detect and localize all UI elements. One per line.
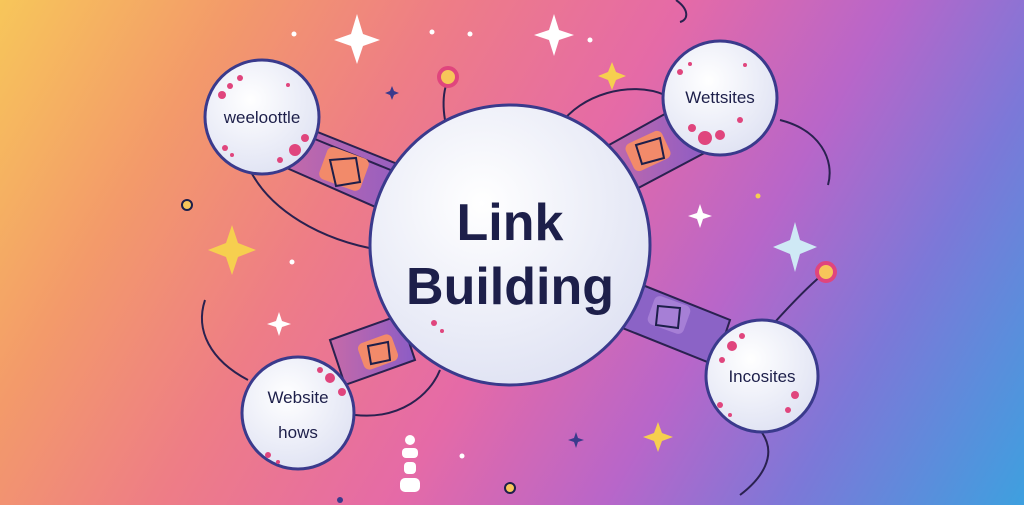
link-tag-icon xyxy=(634,136,666,166)
splatter xyxy=(218,75,309,163)
link-tag-icon xyxy=(366,340,392,366)
link-tag-icon xyxy=(328,156,362,188)
link-tag-icon xyxy=(654,304,682,330)
ornament-icon xyxy=(400,435,420,492)
sparkle-icon xyxy=(568,432,584,448)
node-top-right: Wettsites xyxy=(661,39,779,157)
hub-title-line2: Building xyxy=(406,258,614,316)
sparkles xyxy=(208,14,817,452)
sparkle-icon xyxy=(773,222,817,272)
node-label-bottom-right: Incosites xyxy=(728,367,795,386)
hub-title-line1: Link xyxy=(457,194,564,252)
sparkle-icon xyxy=(385,86,399,100)
node-label-top-left: weeloottle xyxy=(223,108,301,127)
sparkle-icon xyxy=(643,422,673,452)
splatter xyxy=(717,333,799,417)
node-bottom-right: Incosites xyxy=(704,318,820,434)
sparkle-icon xyxy=(598,62,626,90)
node-label-bottom-left-2: hows xyxy=(278,423,318,442)
connector-bottom-left xyxy=(328,313,417,387)
decorative-dots xyxy=(181,29,837,503)
sparkle-icon xyxy=(334,14,380,64)
hub-bubble: Link Building xyxy=(368,103,652,387)
sparkle-icon xyxy=(208,225,256,275)
splatter xyxy=(265,367,346,464)
node-label-top-right: Wettsites xyxy=(685,88,755,107)
node-top-left: weeloottle xyxy=(203,58,321,176)
node-bottom-left: Website hows xyxy=(240,355,356,471)
decorative-curves xyxy=(201,0,831,496)
sparkle-icon xyxy=(534,14,574,56)
sparkle-icon xyxy=(267,312,291,336)
sparkle-icon xyxy=(688,204,712,228)
splatter xyxy=(677,62,747,145)
node-label-bottom-left-1: Website xyxy=(267,388,328,407)
